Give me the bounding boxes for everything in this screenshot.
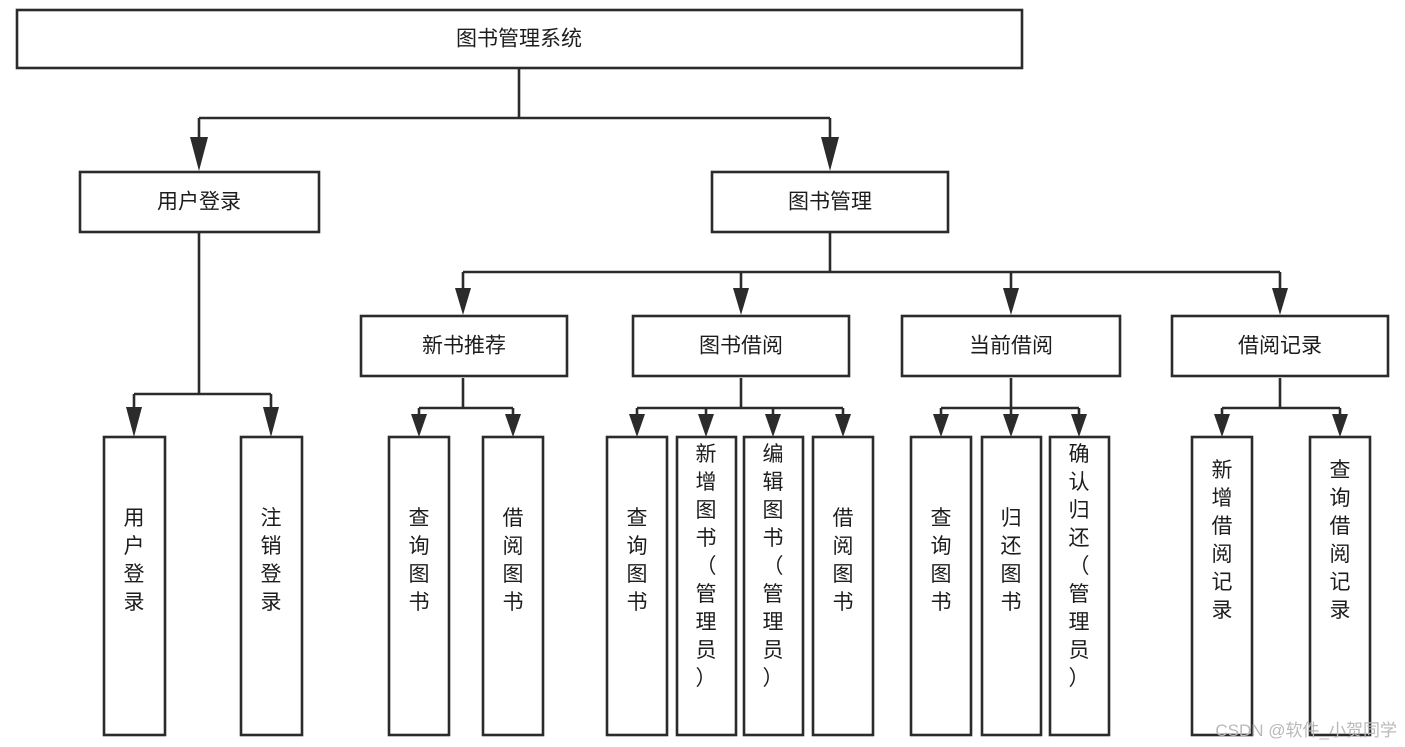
arrow-head-leaf-borrow-book-2 [835, 414, 851, 437]
connector-group-book-mgmt [455, 232, 1288, 315]
node-leaf-query-book-2-label: 查询图书 [627, 507, 648, 614]
node-leaf-confirm-return-label: 确认归还（管理员） [1069, 443, 1090, 690]
connector-group-root [190, 68, 839, 171]
node-new-book-rec-box[interactable] [359, 314, 569, 378]
node-leaf-return-book[interactable]: 归还图书 [980, 435, 1043, 737]
arrow-head-leaf-edit-book [765, 414, 781, 437]
arrow-head-leaf-query-record [1332, 414, 1348, 437]
node-leaf-return-book-label: 归还图书 [1001, 507, 1022, 614]
arrow-head-leaf-borrow-book-1 [505, 414, 521, 437]
node-book-mgmt-label: 图书管理 [788, 191, 872, 214]
node-book-mgmt-box[interactable] [710, 170, 950, 234]
arrow-head-book-mgmt [821, 137, 839, 171]
connector-group-new-book-rec [411, 378, 521, 437]
node-leaf-query-record-label: 查询借阅记录 [1330, 459, 1351, 622]
node-book-borrow-label: 图书借阅 [699, 335, 783, 358]
connector-group-borrow-record [1214, 378, 1348, 437]
node-leaf-query-book-1-box[interactable] [387, 435, 451, 737]
node-new-book-rec[interactable]: 新书推荐 [359, 314, 569, 378]
arrow-head-leaf-return-book [1003, 414, 1019, 437]
node-leaf-logout[interactable]: 注销登录 [239, 435, 304, 737]
node-borrow-record[interactable]: 借阅记录 [1170, 314, 1390, 378]
node-leaf-borrow-book-2-label: 借阅图书 [833, 507, 854, 614]
node-book-borrow-box[interactable] [631, 314, 851, 378]
node-leaf-borrow-book-2-box[interactable] [811, 435, 875, 737]
node-leaf-query-record-box[interactable] [1308, 435, 1372, 737]
node-leaf-return-book-box[interactable] [980, 435, 1043, 737]
node-leaf-add-record[interactable]: 新增借阅记录 [1190, 435, 1254, 737]
node-leaf-edit-book-label: 编辑图书（管理员） [763, 443, 784, 690]
arrow-head-leaf-query-book-2 [629, 414, 645, 437]
connector-group-book-borrow [629, 378, 851, 437]
node-leaf-add-record-label: 新增借阅记录 [1212, 459, 1233, 622]
connector-group-user-login [126, 232, 279, 437]
node-current-borrow-label: 当前借阅 [969, 335, 1053, 358]
node-leaf-query-record[interactable]: 查询借阅记录 [1308, 435, 1372, 737]
node-root-label: 图书管理系统 [456, 28, 582, 51]
node-leaf-logout-box[interactable] [239, 435, 304, 737]
arrow-head-leaf-add-record [1214, 414, 1230, 437]
node-current-borrow[interactable]: 当前借阅 [900, 314, 1122, 378]
arrow-head-new-book-rec [455, 288, 471, 315]
node-leaf-user-login[interactable]: 用户登录 [102, 435, 167, 737]
node-borrow-record-label: 借阅记录 [1238, 335, 1322, 358]
arrow-head-leaf-add-book [698, 414, 714, 437]
node-leaf-user-login-label: 用户登录 [124, 507, 145, 614]
node-user-login-label: 用户登录 [157, 191, 241, 214]
arrow-head-borrow-record [1272, 288, 1288, 315]
arrow-head-leaf-query-book-1 [411, 414, 427, 437]
watermark: CSDN @软件_小贺同学 [1215, 721, 1397, 740]
node-leaf-borrow-book-1-label: 借阅图书 [503, 507, 524, 614]
arrow-head-current-borrow [1003, 288, 1019, 315]
arrow-head-leaf-user-login [126, 407, 142, 437]
node-leaf-add-book[interactable]: 新增图书（管理员） [675, 435, 738, 737]
node-book-mgmt[interactable]: 图书管理 [710, 170, 950, 234]
node-leaf-edit-book[interactable]: 编辑图书（管理员） [742, 435, 805, 737]
node-leaf-borrow-book-1-box[interactable] [481, 435, 545, 737]
node-leaf-query-book-2-box[interactable] [605, 435, 669, 737]
node-book-borrow[interactable]: 图书借阅 [631, 314, 851, 378]
connector-group-current-borrow [933, 378, 1087, 437]
arrow-head-book-borrow [733, 288, 749, 315]
node-leaf-logout-label: 注销登录 [261, 507, 282, 614]
node-leaf-query-book-1-label: 查询图书 [409, 507, 430, 614]
node-leaf-query-book-3[interactable]: 查询图书 [909, 435, 973, 737]
node-leaf-query-book-1[interactable]: 查询图书 [387, 435, 451, 737]
node-current-borrow-box[interactable] [900, 314, 1122, 378]
node-user-login[interactable]: 用户登录 [78, 170, 321, 234]
node-leaf-add-book-label: 新增图书（管理员） [696, 443, 717, 690]
node-borrow-record-box[interactable] [1170, 314, 1390, 378]
arrow-head-leaf-query-book-3 [933, 414, 949, 437]
node-leaf-edit-book-box[interactable] [742, 435, 805, 737]
node-leaf-user-login-box[interactable] [102, 435, 167, 737]
node-root-box[interactable] [15, 8, 1024, 70]
node-leaf-add-record-box[interactable] [1190, 435, 1254, 737]
node-new-book-rec-label: 新书推荐 [422, 335, 506, 358]
node-leaf-borrow-book-1[interactable]: 借阅图书 [481, 435, 545, 737]
node-leaf-confirm-return[interactable]: 确认归还（管理员） [1048, 435, 1111, 737]
node-leaf-query-book-3-box[interactable] [909, 435, 973, 737]
node-leaf-add-book-box[interactable] [675, 435, 738, 737]
node-user-login-box[interactable] [78, 170, 321, 234]
node-root[interactable]: 图书管理系统 [15, 8, 1024, 70]
node-leaf-query-book-2[interactable]: 查询图书 [605, 435, 669, 737]
arrow-head-leaf-logout [263, 407, 279, 437]
node-leaf-borrow-book-2[interactable]: 借阅图书 [811, 435, 875, 737]
node-leaf-confirm-return-box[interactable] [1048, 435, 1111, 737]
arrow-head-leaf-confirm-return [1071, 414, 1087, 437]
arrow-head-user-login [190, 137, 208, 171]
node-leaf-query-book-3-label: 查询图书 [931, 507, 952, 614]
